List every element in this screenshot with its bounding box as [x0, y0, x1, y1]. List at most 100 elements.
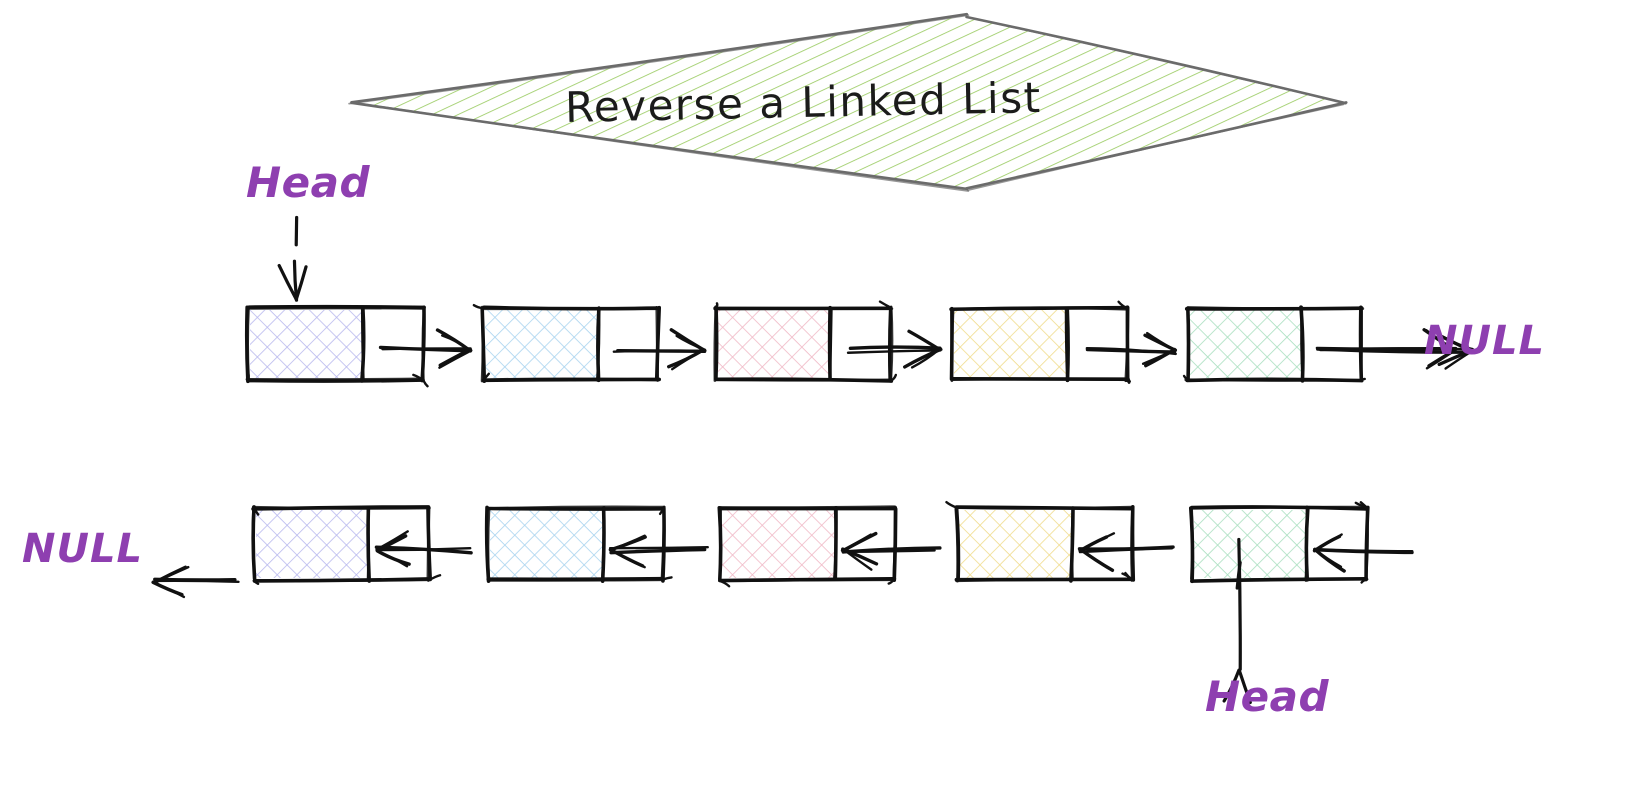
title-diamond-fill — [350, 16, 1345, 190]
node-box — [1354, 501, 1370, 510]
node-divider — [366, 507, 370, 581]
node-box — [1190, 506, 1194, 581]
list-node[interactable] — [717, 505, 898, 588]
title-diamond-outline — [966, 103, 1345, 192]
node-box — [252, 506, 260, 516]
node-box — [892, 505, 897, 581]
node-data-fill — [722, 510, 834, 578]
next-pointer-arrow — [1145, 331, 1177, 352]
title-diamond — [348, 12, 1348, 192]
next-pointer-arrow — [1313, 533, 1343, 552]
node-box — [1124, 571, 1133, 582]
node-divider — [1300, 306, 1304, 382]
node-box — [1359, 307, 1364, 382]
list-node[interactable] — [251, 505, 442, 585]
next-pointer-arrow — [675, 334, 707, 351]
null-terminator-reversed: NULL — [22, 526, 143, 572]
node-box — [426, 506, 431, 581]
next-pointer-arrow — [848, 345, 942, 351]
node-box — [481, 377, 659, 382]
node-box — [487, 578, 665, 582]
head-pointer-arrow — [294, 265, 308, 301]
title-diamond-outline — [350, 101, 970, 192]
node-box — [421, 305, 426, 383]
node-box — [1360, 577, 1369, 584]
page-title: Reverse a Linked List — [564, 73, 1043, 132]
list-row-reversed-list — [151, 500, 1414, 705]
node-divider — [1070, 506, 1075, 582]
node-box — [1117, 300, 1129, 310]
node-box — [890, 373, 897, 382]
node-box — [485, 505, 666, 510]
node-box — [658, 507, 665, 516]
node-box — [715, 302, 719, 309]
next-pointer-arrow — [375, 530, 409, 551]
node-divider — [601, 506, 606, 583]
next-pointer-arrow — [1141, 348, 1177, 365]
node-box — [719, 578, 896, 583]
node-box — [655, 307, 660, 382]
node-divider — [595, 306, 601, 382]
node-box — [252, 578, 431, 583]
node-box — [486, 507, 491, 582]
node-box — [427, 574, 442, 582]
node-data-fill — [1194, 510, 1306, 578]
node-box — [881, 506, 898, 510]
head-pointer-arrow — [277, 263, 298, 301]
list-node[interactable] — [472, 303, 662, 383]
node-box — [472, 303, 484, 310]
null-arrow — [1439, 334, 1475, 351]
node-box — [950, 306, 1129, 311]
next-pointer-arrow — [840, 533, 872, 552]
next-pointer-arrow — [610, 534, 646, 551]
next-pointer-arrow — [842, 548, 873, 571]
title-diamond-outline — [348, 14, 970, 105]
node-data-fill — [490, 510, 602, 578]
null-terminator-original: NULL — [1424, 318, 1545, 364]
list-node[interactable] — [945, 500, 1136, 583]
list-node[interactable] — [484, 505, 673, 583]
next-pointer-arrow — [438, 347, 473, 367]
node-box — [945, 500, 960, 510]
node-data-fill — [959, 510, 1071, 578]
next-pointer-arrow — [381, 347, 472, 351]
node-box — [1186, 306, 1365, 311]
node-box — [482, 372, 491, 382]
list-node[interactable] — [1182, 305, 1366, 383]
node-box — [954, 507, 960, 583]
node-box — [655, 306, 660, 310]
node-box — [660, 505, 666, 581]
node-box — [245, 377, 424, 381]
next-pointer-arrow — [610, 548, 646, 569]
next-pointer-arrow — [1313, 547, 1414, 553]
node-box — [1126, 377, 1131, 383]
node-box — [878, 300, 893, 309]
list-node[interactable] — [713, 300, 897, 383]
node-box — [1182, 374, 1189, 381]
node-data-fill — [718, 310, 830, 378]
node-box — [887, 577, 896, 585]
list-node[interactable] — [949, 300, 1131, 384]
node-data-fill — [485, 310, 597, 378]
head-pointer-arrow — [1237, 537, 1242, 671]
node-box — [246, 305, 251, 382]
node-box — [714, 378, 892, 382]
node-box — [718, 506, 723, 581]
node-data-fill — [954, 310, 1066, 378]
list-node[interactable] — [1188, 501, 1370, 584]
null-arrow — [153, 565, 190, 584]
next-pointer-arrow — [609, 547, 707, 555]
node-box — [713, 306, 894, 311]
head-label-reversed: Head — [1205, 672, 1330, 721]
node-box — [1189, 505, 1368, 510]
next-pointer-arrow — [846, 349, 942, 354]
list-node[interactable] — [244, 304, 429, 388]
title-diamond-outline — [967, 16, 1346, 104]
node-box — [480, 305, 485, 383]
null-arrow — [1316, 347, 1474, 354]
null-arrow — [151, 581, 186, 599]
node-box — [1124, 306, 1130, 383]
next-pointer-arrow — [1079, 532, 1116, 553]
node-data-fill — [1189, 310, 1301, 378]
